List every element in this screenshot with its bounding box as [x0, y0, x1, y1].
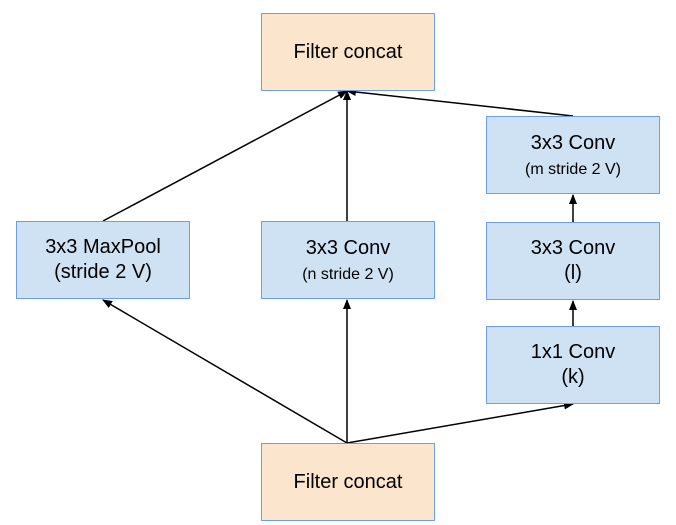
node-label: 3x3 Conv — [530, 131, 616, 154]
conv-m-node: 3x3 Conv (m stride 2 V) — [486, 116, 660, 194]
node-label: 3x3 MaxPool — [45, 236, 161, 258]
arrow-input-to-conv-k — [346, 401, 574, 444]
node-label: 3x3 Conv — [305, 236, 391, 259]
filter-concat-input-node: Filter concat — [261, 443, 435, 521]
filter-concat-output-node: Filter concat — [261, 13, 435, 91]
conv-n-node: 3x3 Conv (n stride 2 V) — [261, 221, 435, 299]
conv-k-node: 1x1 Conv (k) — [486, 326, 660, 404]
node-sublabel: (n stride 2 V) — [302, 265, 394, 283]
conv-l-node: 3x3 Conv (l) — [486, 222, 660, 300]
node-label: Filter concat — [293, 40, 403, 63]
node-sublabel: (l) — [564, 262, 582, 284]
node-label: 3x3 Conv — [530, 237, 616, 259]
arrow-maxpool-to-output — [102, 90, 348, 222]
maxpool-node: 3x3 MaxPool (stride 2 V) — [16, 221, 190, 299]
node-sublabel: (m stride 2 V) — [524, 160, 621, 178]
arrow-input-to-maxpool — [102, 299, 348, 444]
arrow-conv-m-to-output — [346, 88, 574, 117]
node-sublabel: (k) — [561, 366, 585, 388]
node-label: 1x1 Conv — [530, 341, 616, 363]
node-sublabel: (stride 2 V) — [54, 261, 152, 283]
node-label: Filter concat — [293, 470, 403, 493]
